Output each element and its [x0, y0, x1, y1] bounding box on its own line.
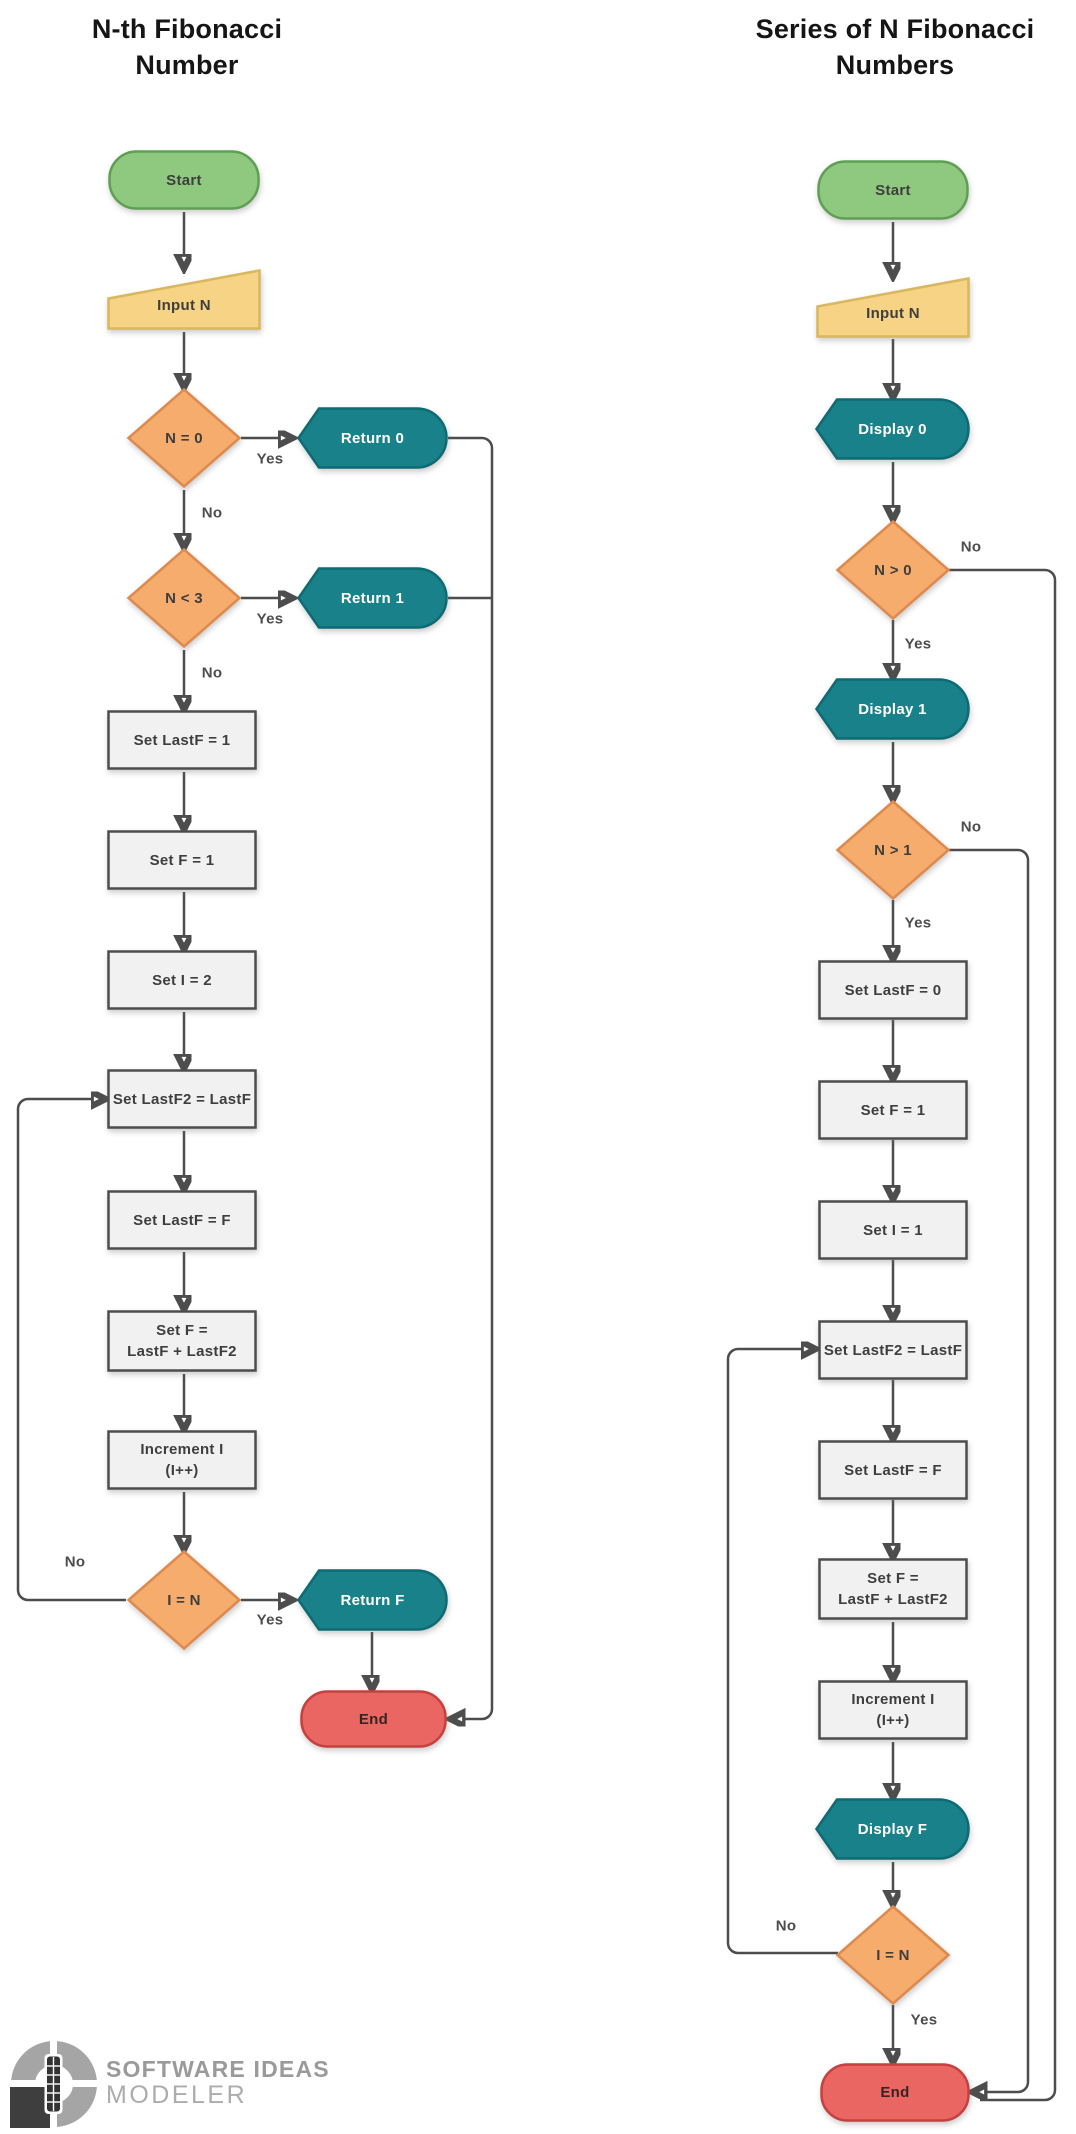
node-label: Set F = 1 — [149, 851, 215, 869]
right-decision-n-gt-0: N > 0 — [835, 519, 951, 621]
left-decision-n-lt-3: N < 3 — [126, 547, 242, 649]
right-decision-i-eq-n: I = N — [835, 1904, 951, 2006]
left-process-set-f-sum: Set F = LastF + LastF2 — [107, 1310, 257, 1372]
left-return-1: Return 1 — [296, 567, 448, 629]
node-label: Input N — [157, 297, 211, 314]
node-label: Increment I (I++) — [818, 1680, 968, 1740]
node-label: Input N — [866, 305, 920, 322]
edge-label-yes: Yes — [904, 635, 932, 653]
edge-label-no: No — [775, 1917, 797, 1935]
left-return-f: Return F — [296, 1569, 448, 1631]
edge-label-yes: Yes — [256, 450, 284, 468]
left-end-terminator: End — [300, 1690, 447, 1748]
left-process-set-lastf-1: Set LastF = 1 — [107, 710, 257, 770]
node-label: Increment I (I++) — [107, 1430, 257, 1490]
node-label-line1: Set F = — [867, 1570, 919, 1587]
node-label: Display F — [857, 1820, 928, 1838]
node-label: Set I = 1 — [863, 1221, 923, 1239]
node-label-line1: Set F = — [156, 1322, 208, 1339]
node-label: Start — [875, 181, 911, 199]
left-process-set-i-2: Set I = 2 — [107, 950, 257, 1010]
node-label: Set LastF = 1 — [133, 731, 231, 749]
node-label: Set F = LastF + LastF2 — [818, 1558, 968, 1620]
left-process-set-lastf-f: Set LastF = F — [107, 1190, 257, 1250]
left-decision-i-eq-n: I = N — [126, 1549, 242, 1651]
node-label: End — [358, 1710, 389, 1728]
node-label: I = N — [876, 1946, 910, 1964]
left-start-terminator: Start — [108, 150, 260, 210]
left-process-set-lastf2: Set LastF2 = LastF — [107, 1069, 257, 1129]
right-process-set-lastf-0: Set LastF = 0 — [818, 960, 968, 1020]
edge-label-no: No — [64, 1553, 86, 1571]
node-label: Set F = 1 — [860, 1101, 926, 1119]
logo-text-line2: MODELER — [106, 2081, 248, 2109]
node-label: Set LastF2 = LastF — [823, 1341, 963, 1359]
right-display-1: Display 1 — [814, 678, 970, 740]
node-label-line1: Increment I — [851, 1691, 935, 1708]
left-input-n: Input N — [107, 268, 261, 330]
right-end-terminator: End — [820, 2063, 970, 2122]
right-input-n: Input N — [816, 276, 970, 338]
edge-label-yes: Yes — [256, 1611, 284, 1629]
edge-label-no: No — [960, 818, 982, 836]
node-label: Set LastF = 0 — [844, 981, 942, 999]
node-label: End — [880, 2084, 910, 2101]
right-process-set-f-1: Set F = 1 — [818, 1080, 968, 1140]
node-label-line2: (I++) — [876, 1712, 910, 1729]
node-label: Set LastF2 = LastF — [112, 1090, 252, 1108]
logo-text-line1: SOFTWARE IDEAS — [106, 2056, 330, 2082]
right-process-set-f-sum: Set F = LastF + LastF2 — [818, 1558, 968, 1620]
left-title-line1: N-th Fibonacci — [91, 14, 283, 44]
edge-label-no: No — [960, 538, 982, 556]
logo-icon — [10, 2040, 98, 2128]
node-label-line2: LastF + LastF2 — [127, 1343, 237, 1360]
node-label: N = 0 — [165, 429, 203, 447]
right-display-f: Display F — [814, 1798, 970, 1860]
right-process-increment-i: Increment I (I++) — [818, 1680, 968, 1740]
node-label: Start — [166, 171, 202, 189]
node-label: Display 0 — [858, 420, 927, 438]
node-label-line2: (I++) — [165, 1462, 199, 1479]
node-label: N > 1 — [874, 841, 912, 859]
edge-return0-to-end — [448, 436, 494, 1719]
left-process-increment-i: Increment I (I++) — [107, 1430, 257, 1490]
software-ideas-modeler-logo: SOFTWARE IDEAS MODELER — [0, 2030, 400, 2134]
node-label: Return 1 — [340, 589, 405, 607]
node-label: Set LastF = F — [133, 1211, 231, 1229]
node-label: Set F = LastF + LastF2 — [107, 1310, 257, 1372]
edge-label-yes: Yes — [904, 914, 932, 932]
right-chart-title: Series of N Fibonacci Numbers — [735, 12, 1055, 84]
node-label-line2: LastF + LastF2 — [838, 1591, 948, 1608]
node-label: N < 3 — [165, 589, 203, 607]
edge-label-no: No — [201, 664, 223, 682]
node-label-line1: Increment I — [140, 1441, 224, 1458]
edge-label-no: No — [201, 504, 223, 522]
right-start-terminator: Start — [817, 160, 969, 220]
node-label: Set I = 2 — [152, 971, 212, 989]
node-label: Return F — [340, 1591, 405, 1609]
node-label: N > 0 — [874, 561, 912, 579]
edge-label-yes: Yes — [256, 610, 284, 628]
right-title-line2: Numbers — [835, 49, 955, 80]
right-process-set-lastf-f: Set LastF = F — [818, 1440, 968, 1500]
left-decision-n-eq-0: N = 0 — [126, 387, 242, 489]
right-process-set-i-1: Set I = 1 — [818, 1200, 968, 1260]
right-title-line1: Series of N Fibonacci — [755, 14, 1035, 44]
right-decision-n-gt-1: N > 1 — [835, 799, 951, 901]
edge-label-yes: Yes — [910, 2011, 938, 2029]
node-label: Set LastF = F — [844, 1461, 942, 1479]
left-title-line2: Number — [135, 49, 239, 80]
right-display-0: Display 0 — [814, 398, 970, 460]
node-label: Return 0 — [340, 429, 405, 447]
node-label: I = N — [167, 1591, 201, 1609]
right-process-set-lastf2: Set LastF2 = LastF — [818, 1320, 968, 1380]
left-return-0: Return 0 — [296, 407, 448, 469]
left-process-set-f-1: Set F = 1 — [107, 830, 257, 890]
node-label: Display 1 — [858, 700, 927, 718]
left-chart-title: N-th Fibonacci Number — [27, 12, 347, 84]
